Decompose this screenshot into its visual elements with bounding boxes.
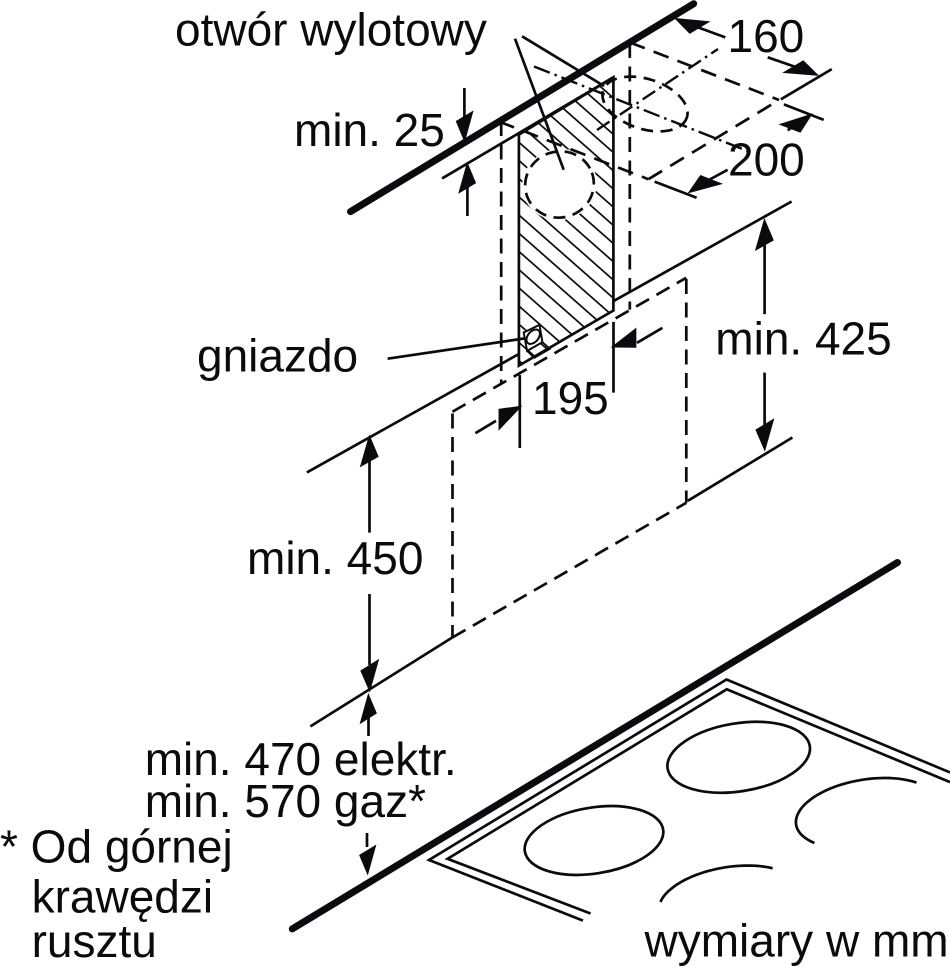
svg-text:160: 160 bbox=[728, 10, 805, 62]
svg-text:rusztu: rusztu bbox=[32, 915, 157, 967]
svg-text:gniazdo: gniazdo bbox=[197, 330, 358, 382]
svg-text:* Od górnej: * Od górnej bbox=[0, 821, 233, 873]
svg-text:200: 200 bbox=[728, 134, 805, 186]
svg-text:min. 470 elektr.: min. 470 elektr. bbox=[145, 733, 457, 785]
svg-text:195: 195 bbox=[532, 372, 609, 424]
svg-text:min. 25: min. 25 bbox=[294, 104, 445, 156]
svg-text:min. 570 gaz*: min. 570 gaz* bbox=[145, 775, 426, 827]
svg-text:wymiary w mm: wymiary w mm bbox=[644, 915, 949, 967]
svg-text:min. 425: min. 425 bbox=[715, 313, 891, 365]
svg-text:min. 450: min. 450 bbox=[247, 532, 423, 584]
svg-text:krawędzi: krawędzi bbox=[32, 871, 214, 923]
svg-text:otwór wylotowy: otwór wylotowy bbox=[175, 4, 487, 56]
